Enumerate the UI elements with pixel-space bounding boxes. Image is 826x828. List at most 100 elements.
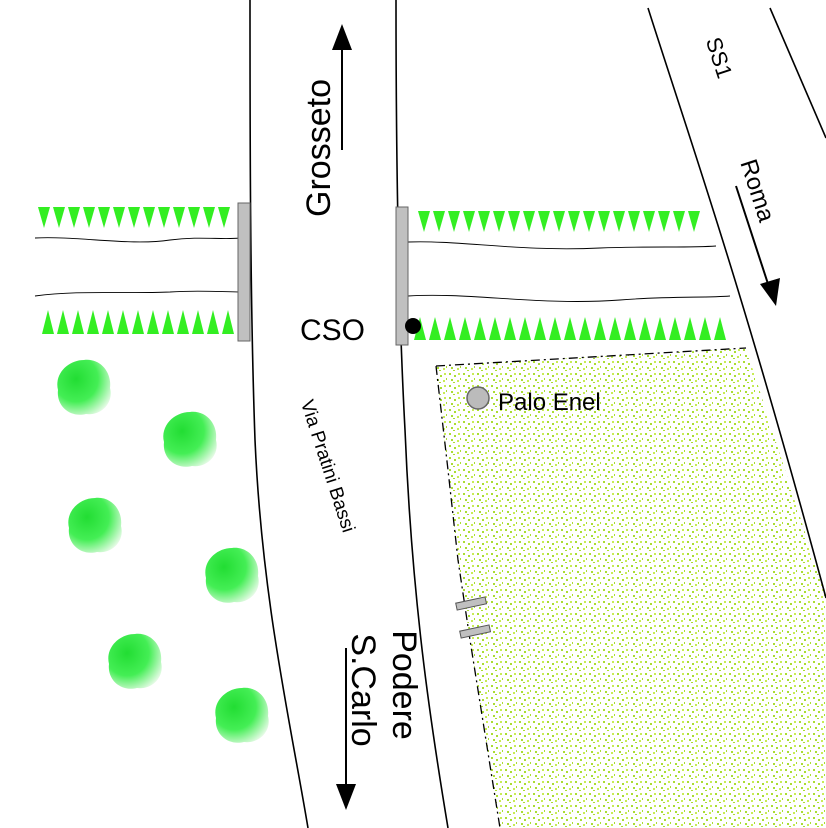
vegetation-mark [534,317,546,340]
vegetation-mark [68,207,80,228]
arrow-southeast-icon [735,185,780,306]
vegetation-mark [673,211,685,232]
vegetation-mark [598,211,610,232]
vegetation-mark [222,310,234,334]
vegetation-mark [433,211,445,232]
vegetation-mark [173,207,185,228]
bridge-rail-right [395,206,409,346]
vegetation-mark [583,211,595,232]
vegetation-mark [38,207,50,228]
vegetation-mark [128,207,140,228]
vegetation-mark [188,207,200,228]
vegetation-mark [218,207,230,228]
vegetation-mark [203,207,215,228]
vegetation-mark [98,207,110,228]
label-roma: Roma [734,156,780,226]
vegetation-mark [444,317,456,340]
arrow-up-icon [332,24,352,150]
gate-post [459,624,492,639]
vegetation-mark [459,317,471,340]
arrow-down-icon [336,648,356,810]
vegetation-mark [192,310,204,334]
vegetation-mark [478,211,490,232]
tree [163,411,217,467]
vegetation-mark [87,310,99,334]
vegetation-mark [579,317,591,340]
tree [205,547,259,603]
road-edge-right [395,0,449,828]
vegetation-mark [564,317,576,340]
vegetation-mark [207,310,219,334]
vegetation-mark [53,207,65,228]
label-palo-enel: Palo Enel [498,389,601,416]
vegetation-mark [549,317,561,340]
tree [215,687,269,743]
vegetation-mark [418,211,430,232]
pole-marker [466,386,490,410]
vegetation-mark [147,310,159,334]
vegetation-mark [72,310,84,334]
label-grosseto: Grosseto [300,79,338,217]
label-cso: CSO [300,314,365,347]
vegetation-mark [132,310,144,334]
bridge-rail-left [237,202,251,342]
vegetation-mark [504,317,516,340]
ditch-right-top [407,241,717,250]
vegetation-mark [117,310,129,334]
vegetation-mark [553,211,565,232]
vegetation-mark [448,211,460,232]
vegetation-mark [158,207,170,228]
ditch-right-bottom [407,294,731,302]
vegetation-mark [83,207,95,228]
vegetation-mark [523,211,535,232]
tree [108,633,162,689]
highway-edge-left [647,7,826,599]
vegetation-mark [519,317,531,340]
vegetation-mark [493,211,505,232]
field-area [436,348,826,828]
tree [57,359,111,415]
field-boundary [435,347,747,828]
vegetation-mark [489,317,501,340]
vegetation-mark [474,317,486,340]
vegetation-mark [669,317,681,340]
road-edge-left [249,0,309,828]
vegetation-mark [568,211,580,232]
vegetation-mark [714,317,726,340]
vegetation-strips [38,207,726,340]
tree-group [57,359,269,743]
cso-marker [405,318,421,334]
vegetation-mark [658,211,670,232]
vegetation-mark [177,310,189,334]
vegetation-mark [57,310,69,334]
label-podere: Podere [385,630,423,740]
gate-post [455,596,488,611]
vegetation-mark [102,310,114,334]
label-ss1: SS1 [701,34,738,81]
vegetation-mark [613,211,625,232]
ditch-left-bottom [34,290,241,297]
label-s-carlo: S.Carlo [344,633,382,746]
vegetation-mark [162,310,174,334]
vegetation-mark [463,211,475,232]
vegetation-mark [688,211,700,232]
vegetation-mark [699,317,711,340]
vegetation-mark [654,317,666,340]
vegetation-mark [42,310,54,334]
vegetation-mark [429,317,441,340]
ditch-left-top [34,237,241,243]
vegetation-mark [508,211,520,232]
vegetation-mark [609,317,621,340]
vegetation-mark [594,317,606,340]
vegetation-mark [628,211,640,232]
highway-edge-right [769,7,826,139]
vegetation-mark [624,317,636,340]
vegetation-mark [143,207,155,228]
vegetation-mark [113,207,125,228]
vegetation-mark [538,211,550,232]
vegetation-mark [639,317,651,340]
vegetation-mark [643,211,655,232]
tree [68,497,122,553]
